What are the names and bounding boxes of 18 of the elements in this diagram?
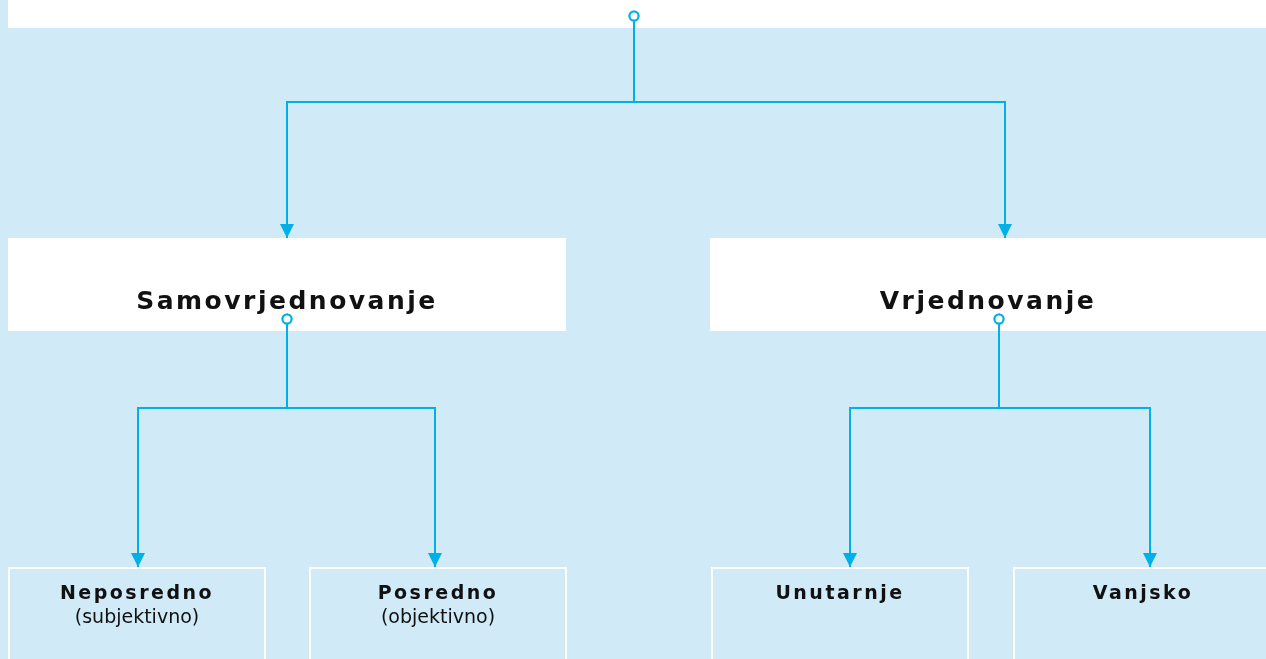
title: Unutarnje (775, 581, 905, 603)
subtitle: (subjektivno) (74, 605, 200, 627)
category-box (1013, 567, 1266, 659)
heading-box (710, 238, 1266, 331)
header-bar (8, 0, 1266, 28)
category-box (8, 567, 266, 659)
subtitle: (objektivno) (380, 605, 496, 627)
connector-arrow (993, 313, 1157, 568)
connector-arrow (281, 313, 442, 568)
title: Vrjednovanje (879, 286, 1097, 315)
category-box (711, 567, 969, 659)
category-box (309, 567, 567, 659)
title: Samovrjednovanje (136, 286, 438, 315)
connector-arrow (628, 10, 1012, 239)
title: Vanjsko (1092, 581, 1194, 603)
title: Posredno (377, 581, 499, 603)
heading-box (8, 238, 566, 331)
title: Neposredno (59, 581, 215, 603)
